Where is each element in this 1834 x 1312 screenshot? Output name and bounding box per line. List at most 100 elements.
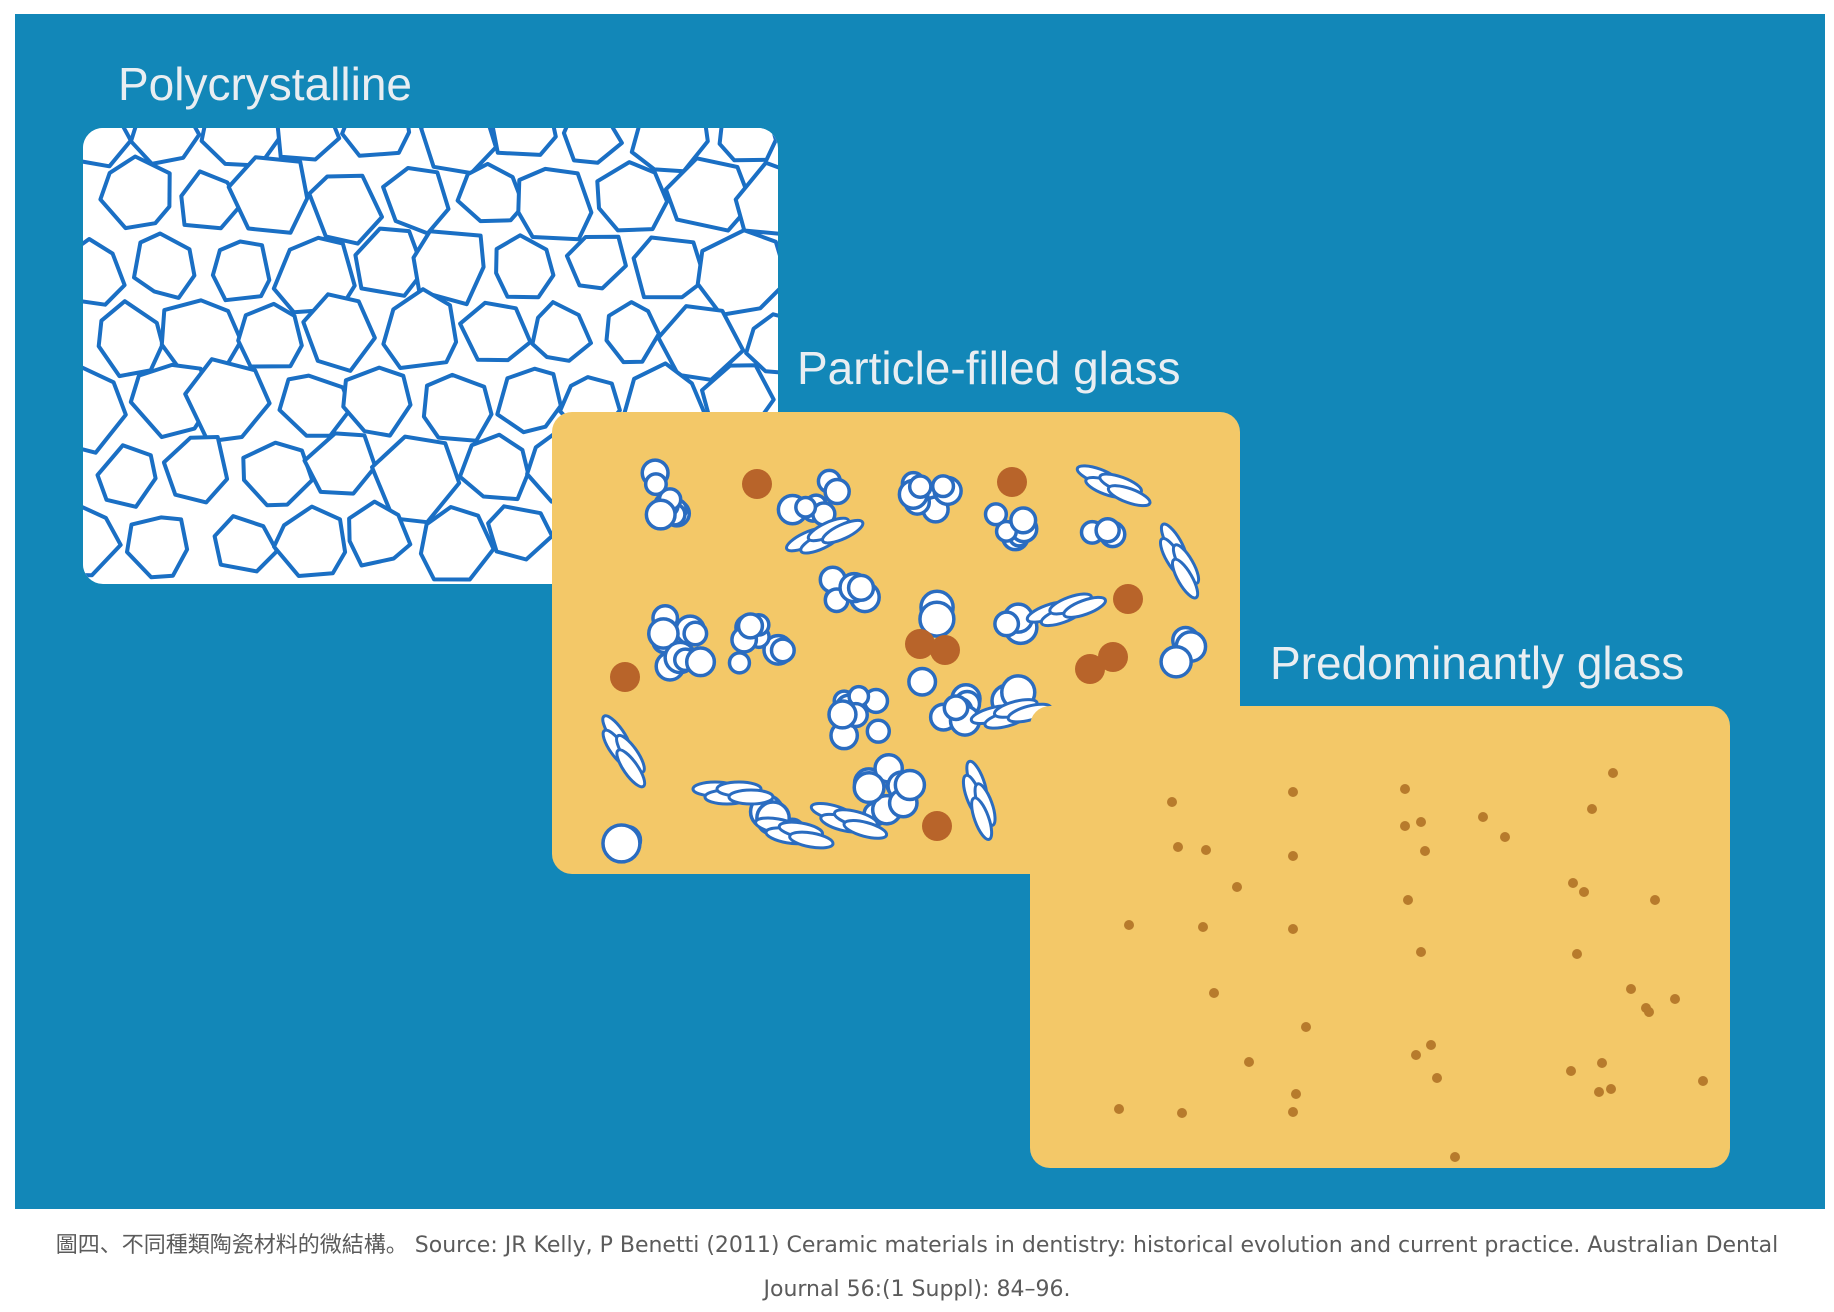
grain	[561, 128, 624, 165]
particle	[1009, 506, 1038, 535]
grain	[129, 128, 202, 166]
particle	[727, 651, 752, 675]
figure-caption: 圖四、不同種類陶瓷材料的微結構。 Source: JR Kelly, P Ben…	[55, 1233, 1779, 1302]
crystal-dot	[1288, 924, 1298, 934]
flake-particle	[727, 788, 775, 806]
grain	[486, 504, 555, 562]
grain	[226, 155, 310, 235]
grain	[83, 364, 128, 455]
grain	[347, 499, 413, 568]
inclusion-particle	[1075, 654, 1105, 684]
grain	[241, 440, 315, 508]
grain	[631, 235, 708, 300]
grain	[179, 169, 244, 231]
grain	[411, 229, 486, 307]
grain	[212, 514, 279, 574]
crystal-dot	[1608, 768, 1618, 778]
grain	[717, 128, 778, 163]
crystal-dot	[1670, 994, 1680, 1004]
grain	[663, 156, 754, 233]
crystal-dot	[1416, 817, 1426, 827]
particle	[865, 718, 891, 744]
crystal-dot	[1209, 988, 1219, 998]
polycrystalline-title: Polycrystalline	[118, 58, 412, 110]
predominantly-glass-panel	[1030, 706, 1730, 1168]
crystal-dot	[1572, 949, 1582, 959]
grain	[98, 154, 172, 231]
crystal-dot	[1177, 1108, 1187, 1118]
panel-polycrystalline: Polycrystalline	[83, 58, 778, 584]
inclusion-particle	[742, 469, 772, 499]
particle	[827, 699, 858, 730]
crystal-dot	[1232, 882, 1242, 892]
panel-predominantly-glass: Predominantly glass	[1030, 637, 1730, 1168]
inclusion-particle	[1098, 642, 1128, 672]
grain	[236, 301, 304, 369]
grain	[275, 128, 342, 162]
grain	[353, 226, 426, 298]
particle	[769, 637, 796, 664]
crystal-dot	[1416, 947, 1426, 957]
grain	[83, 237, 127, 307]
grain	[733, 160, 778, 237]
crystal-dot	[1201, 845, 1211, 855]
crystal-dot	[1403, 895, 1413, 905]
flake-particle	[1062, 595, 1107, 619]
particle	[907, 666, 938, 697]
flake-particle	[842, 819, 889, 840]
grain	[83, 128, 133, 169]
crystal-dot	[1650, 895, 1660, 905]
particle	[643, 472, 668, 497]
inclusion-particle	[997, 467, 1027, 497]
grain	[489, 128, 558, 157]
crystal-dot	[1198, 922, 1208, 932]
grain	[302, 431, 378, 496]
particle	[893, 768, 927, 802]
crystal-dot	[1568, 878, 1578, 888]
crystal-dot	[1644, 1007, 1654, 1017]
grain	[494, 233, 556, 300]
crystal-dot	[1288, 851, 1298, 861]
inclusion-particle	[905, 629, 935, 659]
crystal-dot	[1626, 984, 1636, 994]
crystal-dot	[1698, 1076, 1708, 1086]
inclusion-particle	[922, 811, 952, 841]
inclusion-particle	[610, 662, 640, 692]
grain	[495, 366, 563, 435]
crystal-dot	[1411, 1050, 1421, 1060]
grain	[457, 432, 531, 502]
particle	[852, 770, 886, 805]
figure-canvas: Polycrystalline Particle-filled glass Pr…	[15, 14, 1825, 1209]
particle	[942, 694, 970, 722]
particle	[918, 600, 956, 638]
particle	[644, 498, 677, 531]
grain	[96, 299, 165, 379]
predominantly-glass-title: Predominantly glass	[1270, 637, 1684, 689]
crystal-dot	[1597, 1058, 1607, 1068]
sparse-crystal-dots	[1114, 768, 1708, 1162]
grain	[604, 300, 661, 365]
grain-network	[83, 128, 778, 582]
particle	[736, 612, 765, 640]
grain	[307, 173, 384, 246]
grain	[301, 292, 377, 373]
grain	[530, 300, 593, 363]
flake-particle	[1171, 557, 1200, 600]
grain	[421, 372, 494, 443]
crystal-dot	[1478, 812, 1488, 822]
particle	[930, 474, 956, 499]
particle-clusters	[601, 458, 1208, 864]
grain	[695, 228, 778, 317]
particle	[682, 620, 709, 647]
flake-particle	[788, 830, 835, 850]
grain	[381, 287, 459, 370]
grain	[340, 128, 412, 158]
flake-particle	[970, 796, 994, 841]
inclusion-particle	[1113, 584, 1143, 614]
grain	[629, 128, 710, 174]
crystal-dot	[1579, 887, 1589, 897]
grain	[132, 231, 197, 300]
particle	[684, 646, 717, 678]
grain	[272, 504, 348, 578]
crystal-dot	[1420, 846, 1430, 856]
